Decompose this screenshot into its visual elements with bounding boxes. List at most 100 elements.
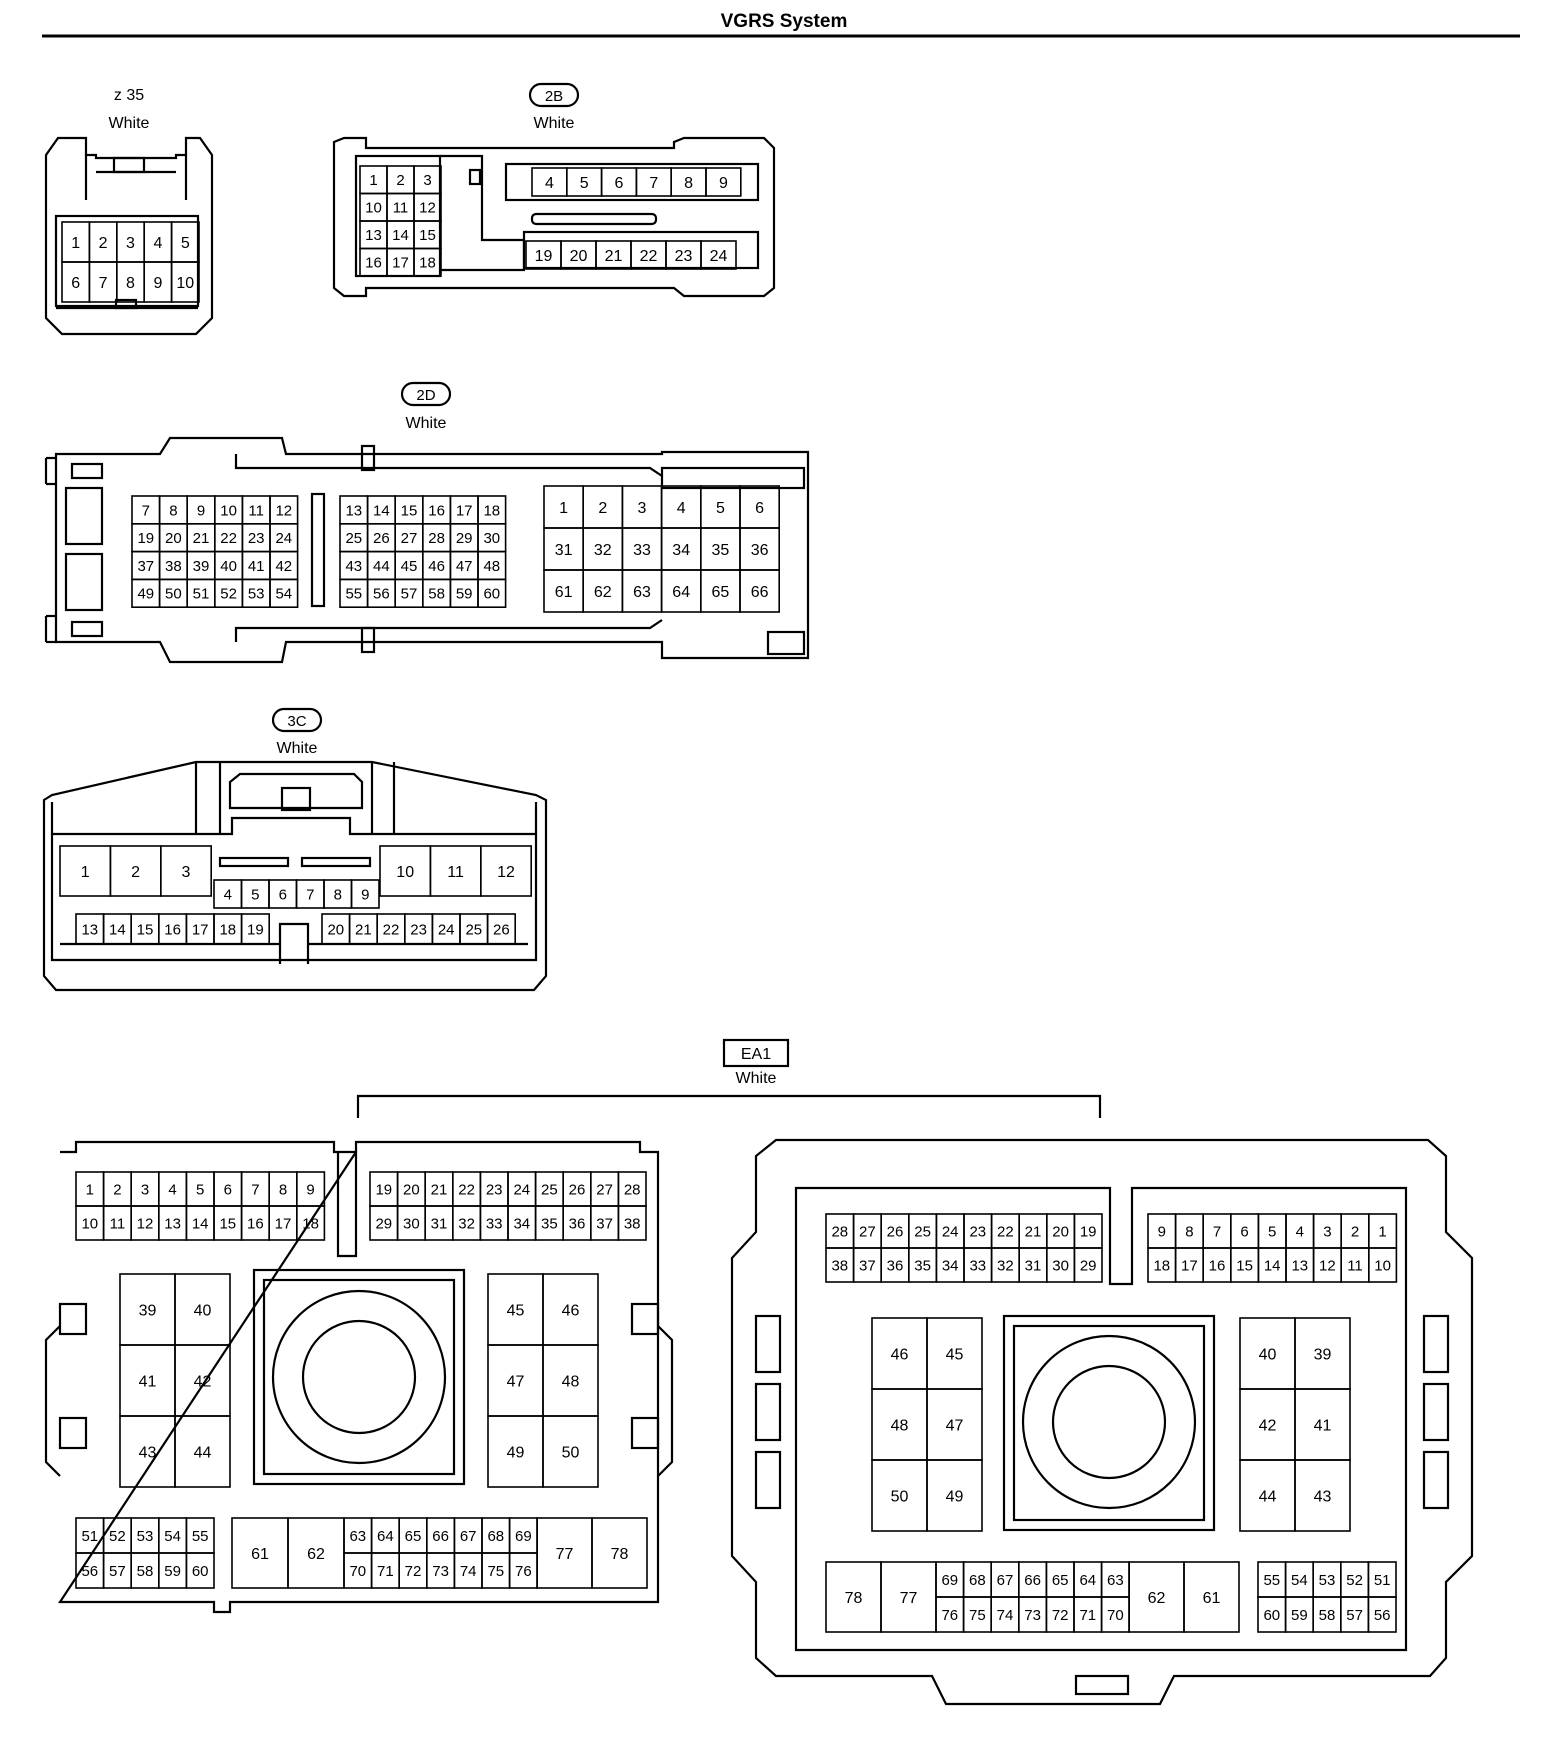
pin-number: 19	[137, 530, 154, 547]
pin-number: 77	[556, 1546, 574, 1563]
pin-number: 71	[377, 1563, 394, 1580]
pin-cell	[269, 578, 299, 609]
pin-number: 26	[569, 1181, 586, 1198]
pin-number: 10	[220, 502, 237, 519]
pin-number: 40	[194, 1302, 212, 1319]
pin-cell	[160, 845, 213, 897]
pin-number: 21	[605, 248, 623, 265]
pin-number: 53	[248, 586, 265, 603]
pin-number: 15	[137, 921, 154, 938]
pin-number: 27	[401, 530, 418, 547]
pin-cell	[240, 913, 271, 945]
pin-number: 30	[1052, 1257, 1069, 1274]
pin-number: 35	[712, 542, 730, 559]
pin-number: 8	[279, 1181, 287, 1198]
pin-number: 6	[615, 175, 624, 192]
pin-number: 8	[1185, 1223, 1193, 1240]
connector-code: 2B	[545, 88, 563, 105]
pin-number: 18	[219, 921, 236, 938]
pin-number: 11	[393, 200, 409, 217]
pin-number: 9	[719, 175, 728, 192]
pin-number: 23	[410, 921, 427, 938]
pin-number: 41	[248, 558, 265, 575]
pin-number: 40	[220, 558, 237, 575]
pin-number: 53	[1319, 1572, 1336, 1589]
pin-number: 34	[942, 1257, 959, 1274]
pin-cell	[926, 1459, 983, 1532]
pin-number: 76	[515, 1563, 532, 1580]
pin-cell	[413, 247, 442, 277]
pin-number: 8	[684, 175, 693, 192]
pin-number: 61	[251, 1546, 269, 1563]
pin-number: 56	[373, 586, 390, 603]
pin-number: 70	[1107, 1607, 1124, 1624]
pin-number: 17	[275, 1215, 292, 1232]
pin-cell	[486, 913, 517, 945]
pin-number: 30	[403, 1215, 420, 1232]
pin-number: 55	[192, 1528, 209, 1545]
pin-number: 20	[1052, 1223, 1069, 1240]
pin-number: 62	[1148, 1590, 1166, 1607]
pin-number: 44	[1259, 1488, 1277, 1505]
pin-number: 50	[562, 1444, 580, 1461]
pin-number: 78	[845, 1590, 863, 1607]
pin-cell	[185, 1552, 215, 1589]
pin-number: 47	[456, 558, 473, 575]
pin-number: 31	[1025, 1257, 1042, 1274]
pin-number: 10	[176, 275, 194, 292]
pin-number: 13	[164, 1215, 181, 1232]
pin-number: 36	[569, 1215, 586, 1232]
pin-cell	[1367, 1596, 1397, 1633]
pin-number: 14	[192, 1215, 209, 1232]
pin-number: 35	[914, 1257, 931, 1274]
pin-number: 28	[428, 530, 445, 547]
pin-number: 23	[486, 1181, 503, 1198]
pin-cell	[170, 261, 200, 303]
pin-number: 3	[638, 500, 647, 517]
pin-number: 37	[137, 558, 154, 575]
pin-number: 4	[1296, 1223, 1304, 1240]
pin-cell	[542, 1415, 599, 1488]
pin-number: 26	[887, 1223, 904, 1240]
pin-number: 41	[139, 1373, 157, 1390]
pin-number: 6	[71, 275, 80, 292]
pin-cell	[350, 879, 380, 909]
pin-number: 15	[219, 1215, 236, 1232]
pin-number: 60	[1263, 1607, 1280, 1624]
pin-number: 34	[513, 1215, 530, 1232]
connector-code: z 35	[114, 87, 144, 104]
pin-number: 14	[109, 921, 126, 938]
connector-housing	[57, 1140, 660, 1614]
pin-number: 38	[624, 1215, 641, 1232]
pin-number: 5	[580, 175, 589, 192]
pin-number: 54	[275, 586, 292, 603]
pin-number: 13	[1291, 1257, 1308, 1274]
pin-number: 69	[515, 1528, 532, 1545]
pin-number: 50	[891, 1488, 909, 1505]
pin-number: 18	[302, 1215, 319, 1232]
pin-number: 41	[1314, 1417, 1332, 1434]
pin-number: 2	[113, 1181, 121, 1198]
pin-number: 56	[81, 1563, 98, 1580]
pin-number: 11	[447, 864, 464, 881]
pin-number: 7	[99, 275, 108, 292]
connector-housing	[54, 436, 810, 664]
pin-number: 12	[137, 1215, 154, 1232]
pin-number: 2	[99, 235, 108, 252]
pin-number: 15	[419, 227, 436, 244]
pin-number: 45	[401, 558, 418, 575]
pin-number: 44	[194, 1444, 212, 1461]
pin-number: 31	[431, 1215, 448, 1232]
pin-number: 1	[369, 172, 377, 189]
pin-number: 22	[383, 921, 400, 938]
pin-number: 26	[493, 921, 510, 938]
pin-number: 9	[197, 502, 205, 519]
pin-number: 52	[1346, 1572, 1363, 1589]
pin-number: 21	[1025, 1223, 1042, 1240]
connector-color: White	[406, 415, 447, 432]
pin-number: 27	[859, 1223, 876, 1240]
